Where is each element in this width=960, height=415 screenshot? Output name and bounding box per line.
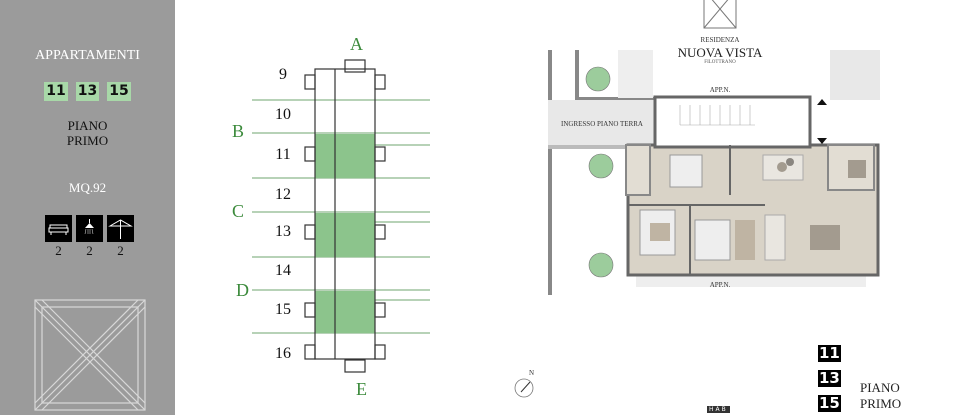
unit-number: 14 xyxy=(275,262,291,279)
building-key-plan xyxy=(252,59,430,373)
legend-floor-line2: PRIMO xyxy=(860,396,902,411)
unit-number: 16 xyxy=(275,345,291,362)
amenity-count: 2 xyxy=(86,243,93,258)
header-city: FILOTTRANO xyxy=(704,60,736,65)
tree-icon xyxy=(588,252,614,278)
apartment-badge: 11 xyxy=(44,82,68,101)
apartment-badges: 11 13 15 xyxy=(0,82,175,101)
unit-number: 15 xyxy=(275,301,291,318)
section-letter: A xyxy=(350,34,363,54)
entrance-area xyxy=(548,100,658,145)
compass-north-label: N xyxy=(529,369,535,377)
header-name: NUOVA VISTA xyxy=(677,45,763,60)
section-letter: C xyxy=(232,201,245,221)
section-letter: E xyxy=(356,379,367,399)
residence-logo xyxy=(34,299,146,411)
legend-floor-line1: PIANO xyxy=(860,380,900,395)
top-app-label: APP.N. xyxy=(709,86,731,94)
floor-plan xyxy=(548,50,880,295)
unit-number: 13 xyxy=(275,223,291,240)
unit-11-highlight xyxy=(315,134,375,178)
header-logo xyxy=(703,0,737,29)
unit-number: 12 xyxy=(275,186,291,203)
apartment-badge: 15 xyxy=(107,82,131,101)
area-label: MQ.92 xyxy=(68,180,107,195)
amenity-count: 2 xyxy=(117,243,124,258)
legend-apartment: 15 xyxy=(818,394,841,412)
floor-line1: PIANO xyxy=(67,118,108,133)
bottom-app-label: APP.N. xyxy=(709,281,731,289)
section-letter: B xyxy=(232,121,245,141)
floor-line2: PRIMO xyxy=(66,133,109,148)
legend-apartment: 13 xyxy=(818,369,841,387)
unit-number: 9 xyxy=(279,66,287,83)
tree-icon xyxy=(588,153,614,179)
floor-label: PIANO PRIMO xyxy=(0,118,175,148)
tree-icon xyxy=(585,66,611,92)
apartment-badge: 13 xyxy=(75,82,100,101)
footer-logo: HAB xyxy=(707,406,730,413)
unit-15-highlight xyxy=(315,291,375,333)
unit-number: 11 xyxy=(275,146,291,163)
amenity-count: 2 xyxy=(55,243,62,258)
sofa-icon xyxy=(45,215,72,242)
shower-icon xyxy=(76,215,103,242)
section-letter: D xyxy=(236,280,249,300)
sidebar-title: APPARTAMENTI xyxy=(35,48,140,63)
header-pre: RESIDENZA xyxy=(700,36,740,44)
legend-apartment: 11 xyxy=(818,344,841,362)
unit-number: 10 xyxy=(275,106,291,123)
umbrella-icon xyxy=(107,215,134,242)
entrance-label: INGRESSO PIANO TERRA xyxy=(561,120,643,128)
sidebar: APPARTAMENTI 11 13 15 PIANO PRIMO MQ.92 … xyxy=(0,0,175,415)
unit-13-highlight xyxy=(315,213,375,257)
north-compass-icon xyxy=(514,378,534,398)
